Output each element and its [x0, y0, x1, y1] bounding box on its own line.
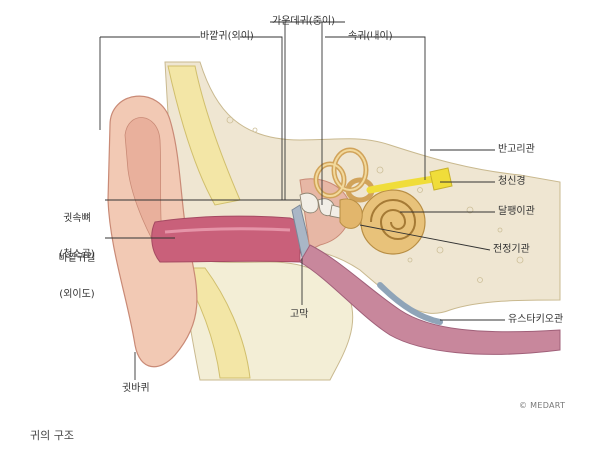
nerve-end — [429, 167, 453, 191]
cochlea-shape — [360, 189, 426, 255]
label-outer-ear: 바깥귀(외이) — [200, 31, 254, 42]
label-auditory-nerve: 청신경 — [498, 176, 526, 187]
label-vestibule: 전정기관 — [493, 244, 530, 255]
label-auricle: 귓바퀴 — [122, 383, 150, 394]
eustachian-tube — [299, 244, 561, 355]
temporal-bone — [164, 61, 561, 314]
label-ossicles-line1: 귓속뼈 — [63, 213, 91, 224]
ear-canal-highlight — [164, 227, 291, 234]
label-ear-canal-line2: (외이도) — [59, 289, 95, 300]
label-eustachian: 유스타키오관 — [508, 314, 564, 325]
cartilage-lower — [179, 267, 251, 379]
figure-caption: 귀의 구조 — [30, 429, 74, 442]
label-ear-canal: 바깥귀길 (외이도) — [52, 229, 102, 313]
label-ossicles: 귓속뼈 (청소골) — [52, 189, 102, 273]
label-ossicles-line2: (청소골) — [59, 249, 95, 260]
semicircular-inner — [315, 149, 367, 197]
label-semicircular: 반고리관 — [498, 144, 535, 155]
label-inner-ear: 속귀(내이) — [348, 31, 393, 42]
vestibule-shape — [339, 198, 363, 229]
label-eardrum: 고막 — [290, 309, 309, 320]
eustachian-inner — [377, 282, 443, 325]
leader-lines — [99, 21, 505, 380]
label-middle-ear: 가운데귀(중이) — [272, 16, 336, 27]
ear-canal — [151, 215, 301, 263]
cartilage-upper — [167, 65, 241, 206]
label-ear-canal-line1: 바깥귀길 — [58, 253, 96, 264]
credit-text: © MEDART — [519, 401, 566, 410]
label-cochlea: 달팽이관 — [498, 206, 535, 217]
